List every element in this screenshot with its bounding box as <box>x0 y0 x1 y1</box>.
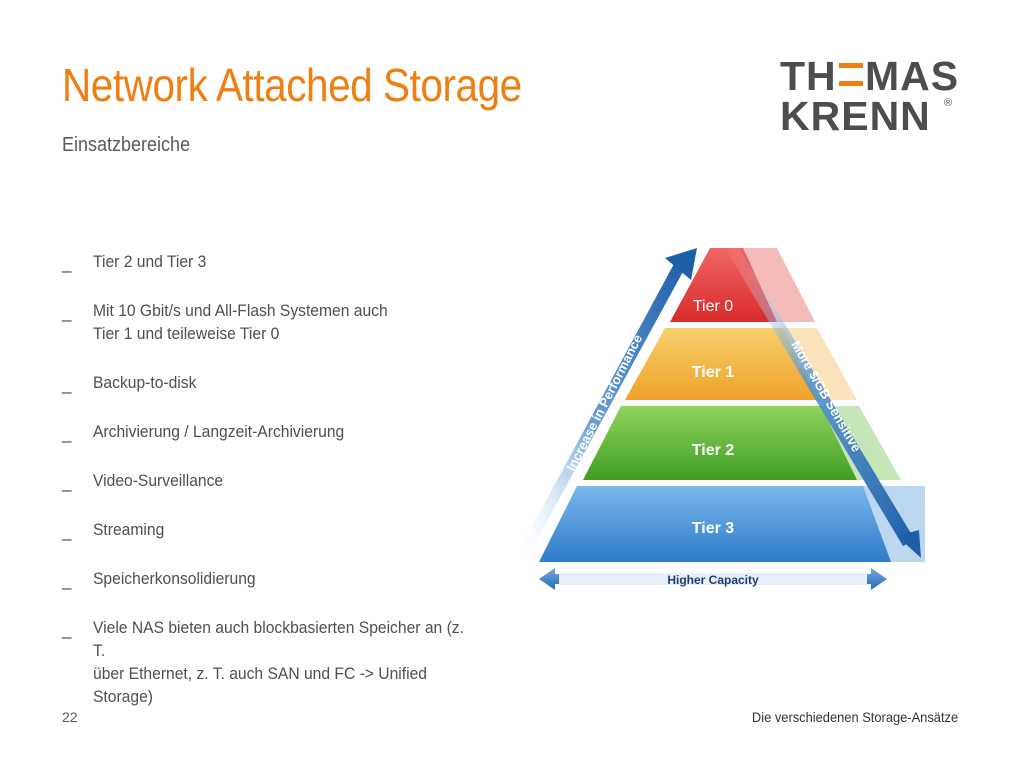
bullet-text: Video-Surveillance <box>93 471 224 490</box>
bullet-item: _ Archivierung / Langzeit-Archivierung <box>62 420 512 443</box>
bullet-marker: _ <box>62 473 72 492</box>
slide-subtitle: Einsatzbereiche <box>62 134 191 156</box>
bullet-text: Backup-to-disk <box>93 373 197 392</box>
logo-part-mas: MAS <box>865 53 960 99</box>
bullet-item: _ Mit 10 Gbit/s und All-Flash Systemen au… <box>62 299 512 345</box>
footer-section-title: Die verschiedenen Storage-Ansätze <box>751 709 958 725</box>
bullet-marker: _ <box>62 375 72 394</box>
tier-3-label: Tier 3 <box>692 520 735 537</box>
bullet-item: _ Tier 2 und Tier 3 <box>62 250 512 273</box>
tier-2-label: Tier 2 <box>692 442 735 459</box>
bullet-list: _ Tier 2 und Tier 3 _ Mit 10 Gbit/s und All… <box>62 250 512 734</box>
bullet-text: Speicherkonsolidierung <box>93 569 256 588</box>
bullet-text: Archivierung / Langzeit-Archivierung <box>93 422 345 441</box>
bullet-text: Tier 2 und Tier 3 <box>93 252 207 271</box>
slide-title: Network Attached Storage <box>62 59 522 111</box>
tier-3-band <box>539 486 891 562</box>
bullet-text: Streaming <box>93 520 165 539</box>
bullet-marker: _ <box>62 620 72 639</box>
tier-0-label: Tier 0 <box>693 298 733 315</box>
logo-part-th: TH <box>780 53 837 99</box>
capacity-arrow: Higher Capacity <box>539 568 887 590</box>
logo-line-1: THEMAS <box>780 53 965 99</box>
bullet-item: _ Viele NAS bieten auch blockbasierten Sp… <box>62 616 512 708</box>
thomas-krenn-logo: THEMAS KRENN ® <box>780 56 965 140</box>
logo-registered-mark: ® <box>944 97 953 109</box>
storage-tier-pyramid: Tier 0 Tier 1 Tier 2 Tier 3 Increase in … <box>515 248 925 590</box>
tier-1-label: Tier 1 <box>692 364 735 381</box>
bullet-marker: _ <box>62 522 72 541</box>
bullet-marker: _ <box>62 254 72 273</box>
bullet-text: Mit 10 Gbit/s und All-Flash Systemen auc… <box>93 301 388 343</box>
page-number: 22 <box>62 709 78 725</box>
bullet-item: _ Speicherkonsolidierung <box>62 567 512 590</box>
bullet-marker: _ <box>62 303 72 322</box>
bullet-item: _ Streaming <box>62 518 512 541</box>
logo-line-2: KRENN <box>780 93 931 139</box>
bullet-marker: _ <box>62 424 72 443</box>
tier-0-band <box>670 248 777 322</box>
capacity-arrow-label: Higher Capacity <box>667 573 759 587</box>
tier-2-band <box>583 406 857 480</box>
bullet-marker: _ <box>62 571 72 590</box>
tier-1-band <box>625 328 817 400</box>
bullet-text: Viele NAS bieten auch blockbasierten Spe… <box>93 618 464 706</box>
bullet-item: _ Backup-to-disk <box>62 371 512 394</box>
logo-part-e: E <box>837 56 865 96</box>
bullet-item: _ Video-Surveillance <box>62 469 512 492</box>
